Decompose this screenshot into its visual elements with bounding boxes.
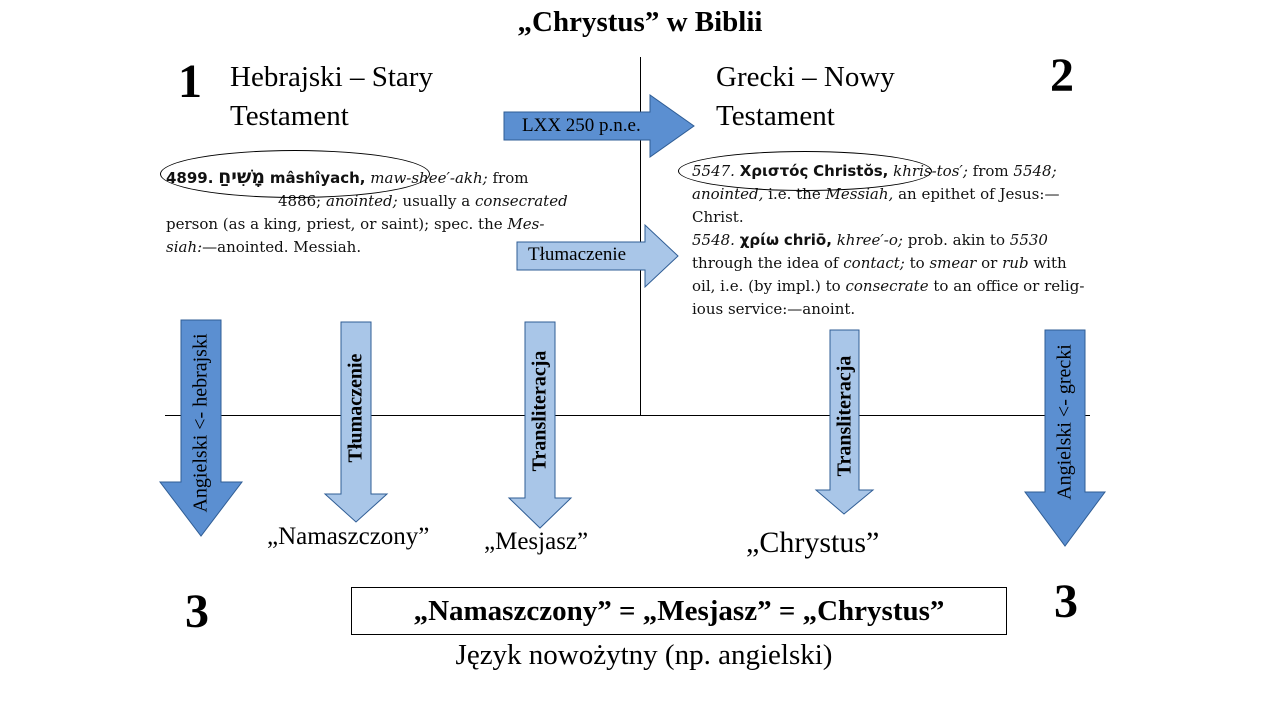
hebrew-word-highlight-ellipse bbox=[160, 150, 430, 198]
reference-meaning: anointed; bbox=[326, 192, 398, 210]
chrio-contact: contact; bbox=[843, 254, 905, 272]
chrio-consecrate: consecrate bbox=[845, 277, 929, 295]
translation-arrow-shape bbox=[516, 223, 679, 289]
meaning-epithet: an epithet of Jesus:— bbox=[898, 185, 1060, 203]
reference-emphasis: consecrated bbox=[474, 192, 568, 210]
step-number-3-left: 3 bbox=[185, 585, 209, 638]
arrow-translation-vertical: Tłumaczenie bbox=[323, 321, 389, 523]
from-number-greek: 5548; bbox=[1013, 162, 1057, 180]
definition-emphasis: Mes- bbox=[507, 215, 545, 233]
equation-box: „Namaszczony” = „Mesjasz” = „Chrystus” bbox=[351, 587, 1007, 635]
arrow-english-from-greek-label: Angielski <- grecki bbox=[1053, 344, 1076, 500]
chrio-line4: ious service:—anoint. bbox=[692, 300, 856, 318]
pronunciation-chrio: khree′-o; bbox=[836, 231, 903, 249]
from-text-greek: from bbox=[972, 162, 1009, 180]
translation-arrow-label: Tłumaczenie bbox=[528, 244, 627, 265]
lxx-arrow: LXX 250 p.n.e. bbox=[503, 94, 695, 158]
heading-greek-line1: Grecki – Nowy bbox=[716, 61, 895, 93]
arrow-english-from-hebrew-label: Angielski <- hebrajski bbox=[189, 333, 212, 513]
entry-number-5548: 5548. bbox=[692, 231, 735, 249]
meaning-christ: Christ. bbox=[692, 208, 744, 226]
chrio-to: to bbox=[909, 254, 925, 272]
arrow-transliteration-left-label: Transliteracja bbox=[528, 350, 551, 472]
chrio-rub: rub bbox=[1002, 254, 1029, 272]
greek-word-highlight-ellipse bbox=[678, 151, 932, 191]
arrow-transliteration-right: Transliteracja bbox=[814, 329, 875, 515]
arrow-transliteration-right-label: Transliteracja bbox=[833, 355, 855, 477]
heading-hebrew-line2: Testament bbox=[230, 100, 349, 132]
chrio-or: or bbox=[981, 254, 998, 272]
arrow-translation-vertical-label: Tłumaczenie bbox=[344, 353, 367, 463]
step-number-2: 2 bbox=[1050, 49, 1074, 102]
heading-hebrew: Hebrajski – Stary Testament bbox=[230, 58, 433, 136]
reference-rest: usually a bbox=[402, 192, 471, 210]
arrow-english-from-greek-shape bbox=[1024, 329, 1106, 547]
lxx-arrow-shape bbox=[503, 94, 695, 158]
transliterated-chrio: chriō, bbox=[783, 231, 832, 249]
akin-number: 5530 bbox=[1009, 231, 1048, 249]
arrow-english-from-hebrew-shape bbox=[158, 319, 244, 537]
arrow-transliteration-left-shape bbox=[507, 321, 573, 529]
horizontal-divider bbox=[165, 415, 1090, 416]
heading-greek-line2: Testament bbox=[716, 100, 835, 132]
arrow-english-from-hebrew: Angielski <- hebrajski bbox=[158, 319, 244, 537]
result-namaszczony: „Namaszczony” bbox=[267, 523, 430, 550]
arrow-transliteration-right-shape bbox=[814, 329, 875, 515]
footer-language-note: Język nowożytny (np. angielski) bbox=[455, 639, 833, 671]
chrio-line3-a: oil, i.e. (by impl.) to bbox=[692, 277, 841, 295]
from-text: from bbox=[492, 169, 529, 187]
definition-line: person (as a king, priest, or saint); sp… bbox=[166, 215, 503, 233]
lxx-arrow-label: LXX 250 p.n.e. bbox=[522, 115, 641, 136]
definition-end: —anointed. Messiah. bbox=[202, 238, 362, 256]
result-chrystus: „Chrystus” bbox=[746, 526, 880, 559]
akin-text: prob. akin to bbox=[907, 231, 1005, 249]
result-mesjasz: „Mesjasz” bbox=[484, 528, 589, 555]
step-number-3-right: 3 bbox=[1054, 575, 1078, 628]
translation-arrow-horizontal: Tłumaczenie bbox=[516, 223, 679, 289]
chrio-line2-a: through the idea of bbox=[692, 254, 839, 272]
arrow-transliteration-left: Transliteracja bbox=[507, 321, 573, 529]
meaning-anointed: anointed, bbox=[692, 185, 764, 203]
vertical-divider bbox=[640, 57, 641, 416]
arrow-english-from-greek: Angielski <- grecki bbox=[1024, 329, 1106, 547]
chrio-line3-b: to an office or relig- bbox=[933, 277, 1085, 295]
greek-word-chrio: χρίω bbox=[739, 231, 780, 249]
step-number-1: 1 bbox=[178, 55, 202, 108]
chrio-smear: smear bbox=[929, 254, 977, 272]
page-title: „Chrystus” w Biblii bbox=[517, 6, 763, 38]
heading-hebrew-line1: Hebrajski – Stary bbox=[230, 61, 433, 93]
chrio-with: with bbox=[1033, 254, 1067, 272]
heading-greek: Grecki – Nowy Testament bbox=[716, 58, 895, 136]
definition-emphasis-2: siah: bbox=[166, 238, 203, 256]
arrow-translation-vertical-shape bbox=[323, 321, 389, 523]
